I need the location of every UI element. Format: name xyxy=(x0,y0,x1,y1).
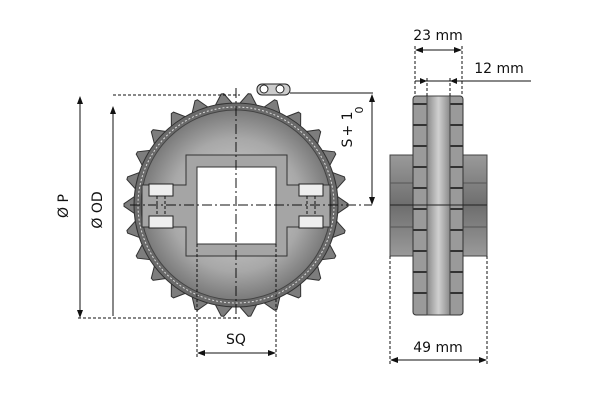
sprocket-side-view xyxy=(389,95,488,316)
outer-diameter-label: Ø OD xyxy=(90,191,106,228)
width-12-label: 12 mm xyxy=(474,61,524,77)
width-23-label: 23 mm xyxy=(413,28,463,44)
pitch-diameter-label: Ø P xyxy=(56,194,72,218)
dimension-outer-diameter: Ø OD xyxy=(90,106,116,316)
dimension-square-bore: SQ xyxy=(196,244,277,358)
fastener-left xyxy=(148,183,174,229)
dimension-pitch-diameter: Ø P xyxy=(56,94,240,319)
fastener-right xyxy=(298,183,324,229)
chain-link xyxy=(256,83,291,96)
s-tolerance-plus: + 1 xyxy=(340,111,356,136)
width-49-label: 49 mm xyxy=(413,340,463,356)
s-tolerance-minus: 0 xyxy=(353,107,366,114)
s-label: S xyxy=(340,138,356,147)
dimension-49mm: 49 mm xyxy=(389,256,488,364)
sprocket-front-view xyxy=(123,83,372,322)
dimension-s: S + 1 0 xyxy=(290,92,375,205)
square-bore-label: SQ xyxy=(226,332,246,348)
dimension-23mm: 23 mm xyxy=(413,28,463,96)
dimension-12mm: 12 mm xyxy=(415,61,531,96)
